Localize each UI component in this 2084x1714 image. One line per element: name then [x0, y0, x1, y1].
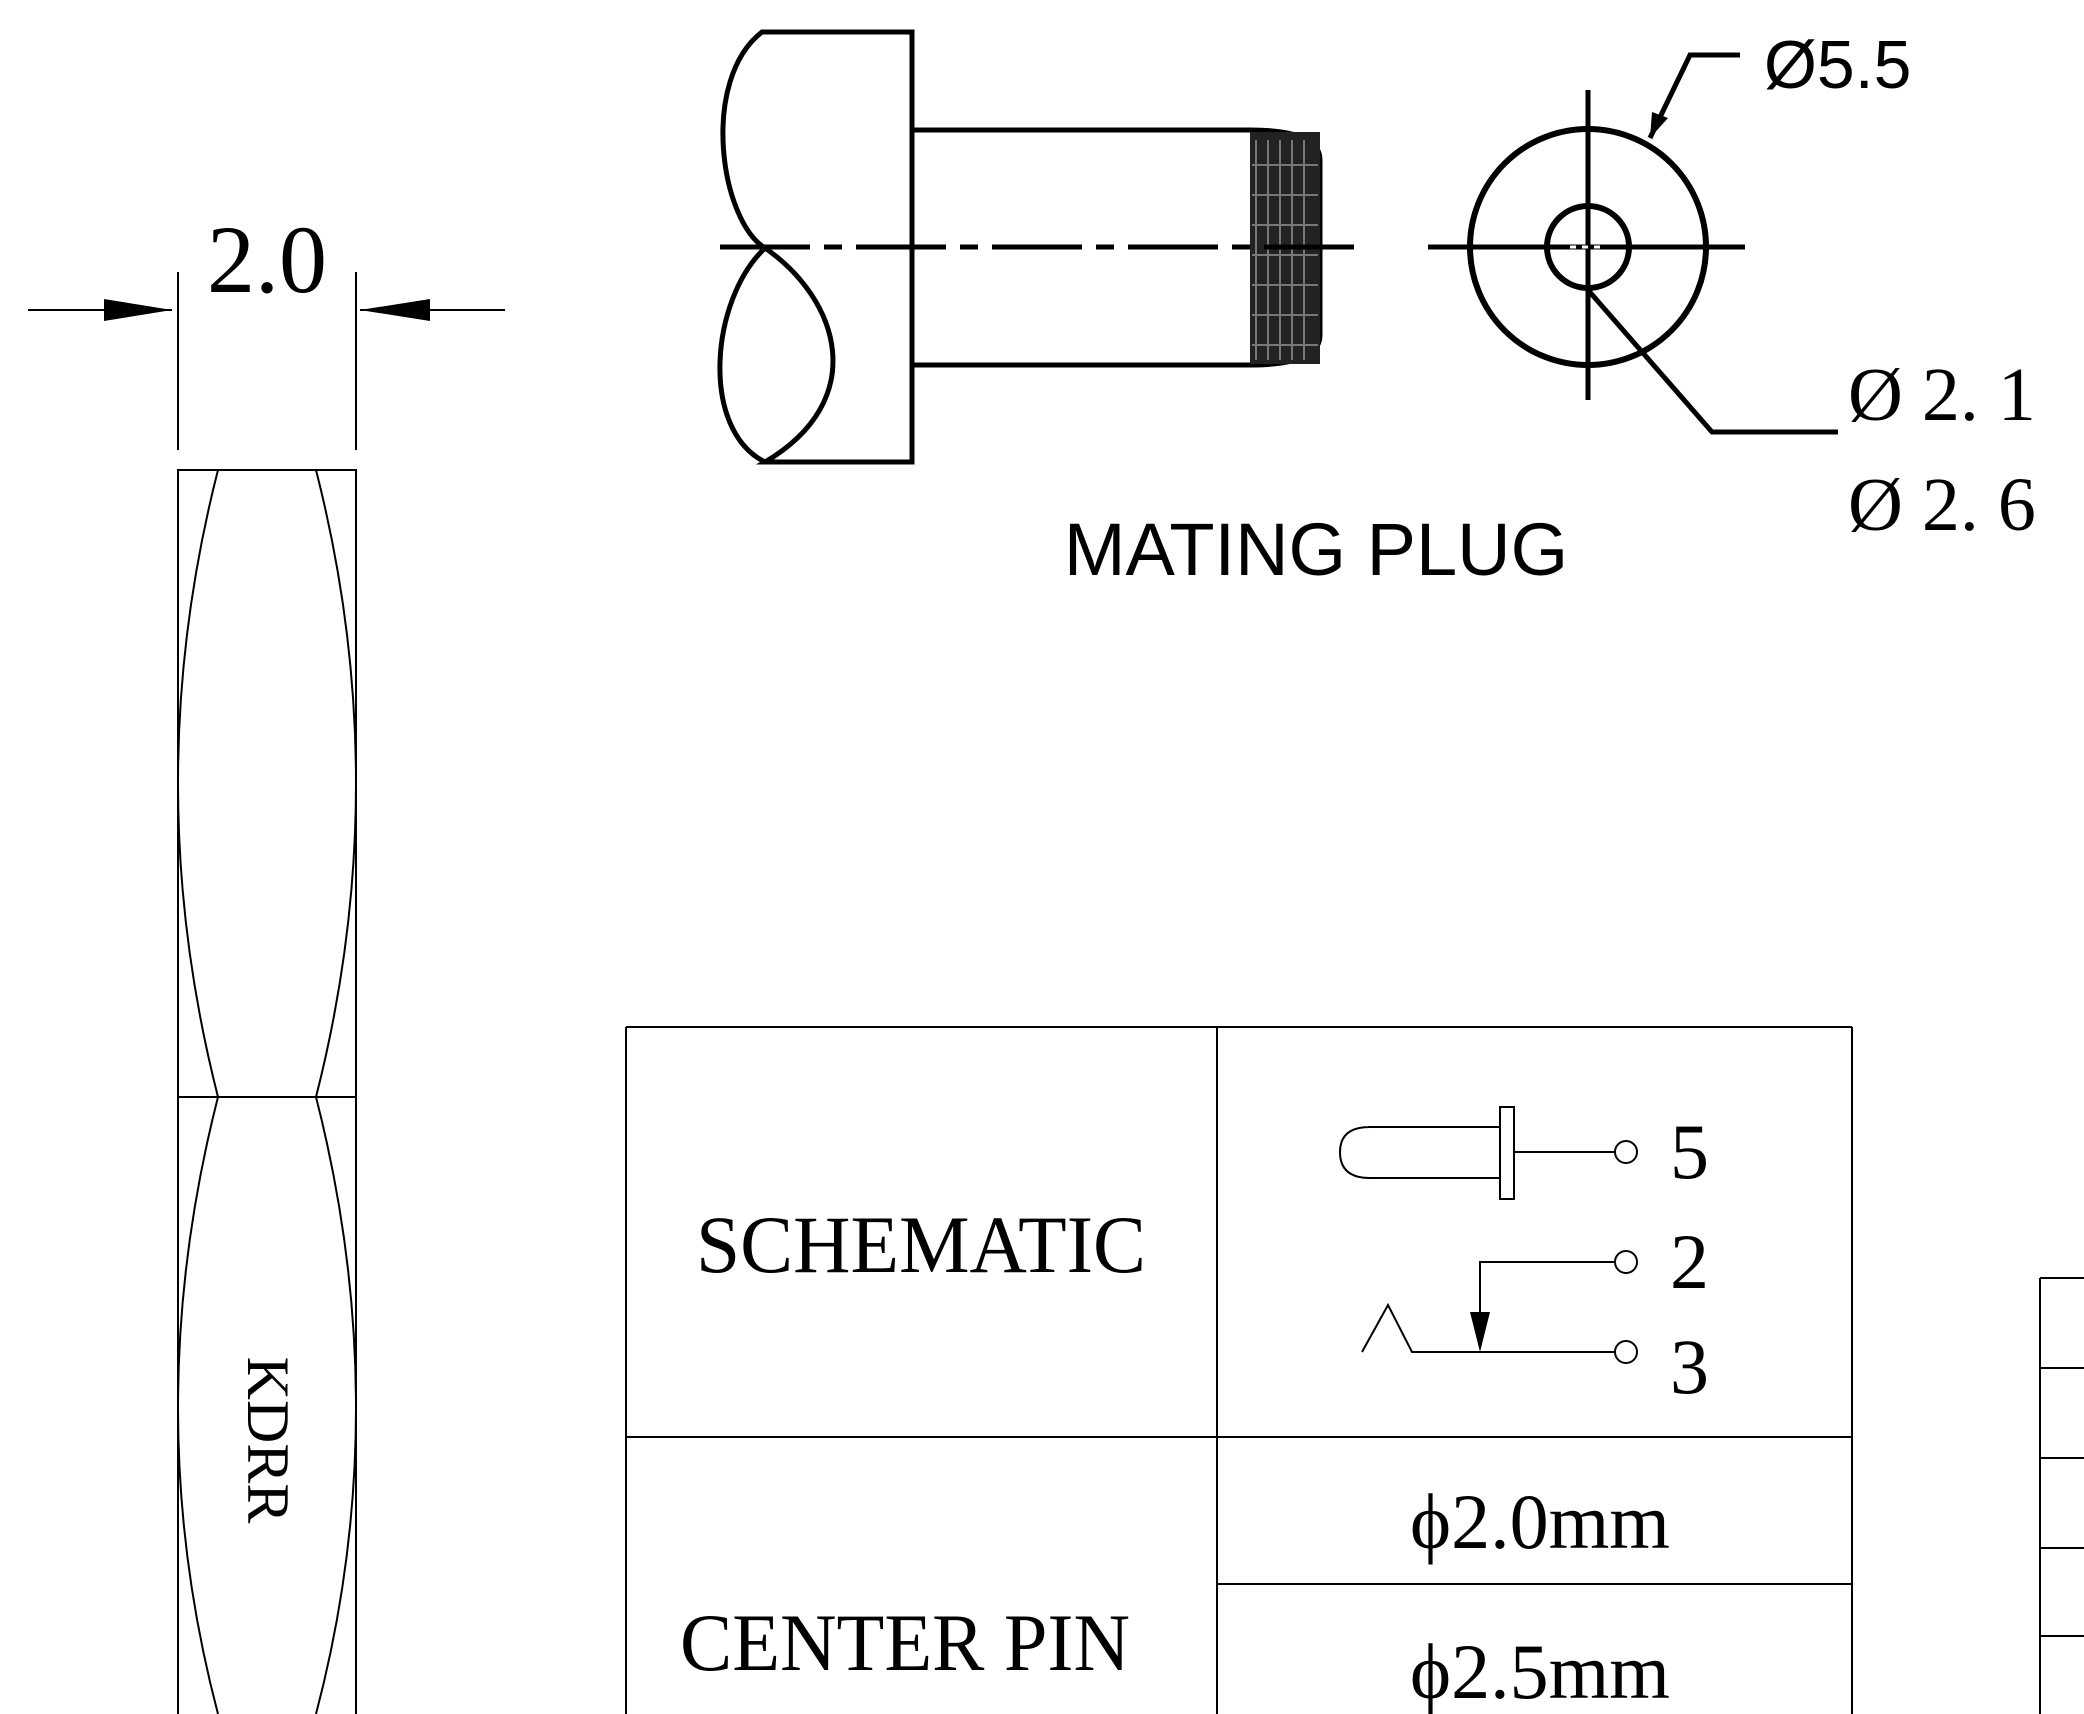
center-pin-value-1: ϕ2.0mm	[1410, 1478, 1670, 1565]
inner-diameter-label-a: Ø 2. 1	[1848, 353, 2036, 437]
mating-plug-side-view	[717, 29, 1355, 465]
inner-diameter-leader	[1586, 288, 1838, 435]
outer-diameter-leader	[1647, 52, 1740, 140]
center-pin-label: CENTER PIN	[680, 1597, 1130, 1688]
dimension-arrow-right	[360, 299, 430, 321]
jack-schematic-symbol	[1338, 1106, 1638, 1364]
pin-number-3: 3	[1670, 1323, 1709, 1410]
side-label: KDRR	[235, 1357, 301, 1524]
spec-table: SCHEMATIC CENTER PIN ϕ2.0mm ϕ2.5mm 5 2 3	[625, 1026, 1853, 1714]
side-view: 2.0 KDRR	[28, 206, 505, 1714]
dimension-arrow-left	[104, 299, 172, 321]
dimension-width-label: 2.0	[207, 206, 327, 313]
center-pin-value-2: ϕ2.5mm	[1410, 1628, 1670, 1714]
switch-arrow	[1470, 1312, 1490, 1352]
side-body-outline	[177, 469, 357, 1714]
pin-number-5: 5	[1670, 1108, 1709, 1195]
outer-diameter-label: Ø5.5	[1764, 27, 1911, 103]
mating-plug-title: MATING PLUG	[1064, 508, 1568, 591]
pin-number-2: 2	[1670, 1218, 1709, 1305]
schematic-label: SCHEMATIC	[696, 1199, 1146, 1290]
mating-plug-end-view: Ø5.5 Ø 2. 1 Ø 2. 6	[1428, 27, 2036, 547]
partial-right-table	[2039, 1277, 2084, 1714]
inner-diameter-label-b: Ø 2. 6	[1848, 463, 2036, 547]
